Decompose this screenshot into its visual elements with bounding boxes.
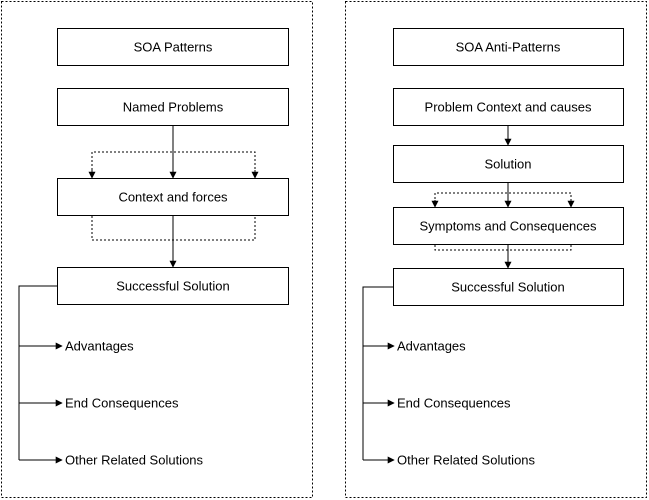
right-dotted-bracket bbox=[434, 245, 572, 251]
right-solution-box: Successful Solution bbox=[393, 268, 624, 306]
right-branch-other-solutions: Other Related Solutions bbox=[397, 453, 536, 468]
left-context-forces-box: Context and forces bbox=[57, 178, 289, 216]
right-solution-mid-label: Solution bbox=[485, 157, 532, 172]
right-solution-label: Successful Solution bbox=[451, 280, 564, 295]
right-problem-context-label: Problem Context and causes bbox=[425, 100, 592, 115]
right-panel-border bbox=[345, 1, 647, 498]
left-solution-box: Successful Solution bbox=[57, 267, 289, 305]
right-branch-trunk bbox=[362, 286, 393, 460]
left-title-box: SOA Patterns bbox=[57, 28, 289, 66]
right-branch-advantages: Advantages bbox=[397, 339, 466, 354]
right-solution-mid-box: Solution bbox=[393, 145, 624, 183]
left-solution-label: Successful Solution bbox=[116, 279, 229, 294]
right-symptoms-label: Symptoms and Consequences bbox=[419, 219, 597, 234]
left-context-forces-label: Context and forces bbox=[118, 190, 228, 205]
left-branch-end-consequences: End Consequences bbox=[65, 396, 179, 411]
left-title-label: SOA Patterns bbox=[134, 40, 213, 55]
left-branch-other-solutions: Other Related Solutions bbox=[65, 453, 204, 468]
left-named-problems-box: Named Problems bbox=[57, 88, 289, 126]
right-title-label: SOA Anti-Patterns bbox=[456, 40, 561, 55]
right-problem-context-box: Problem Context and causes bbox=[393, 88, 624, 126]
right-symptoms-box: Symptoms and Consequences bbox=[393, 207, 624, 245]
left-dotted-fork bbox=[91, 151, 256, 178]
right-dotted-fork bbox=[434, 192, 572, 207]
left-branch-trunk bbox=[18, 285, 57, 460]
left-named-problems-label: Named Problems bbox=[123, 100, 224, 115]
right-branch-end-consequences: End Consequences bbox=[397, 396, 511, 411]
left-branch-advantages: Advantages bbox=[65, 339, 134, 354]
left-panel-border bbox=[1, 1, 313, 498]
right-title-box: SOA Anti-Patterns bbox=[393, 28, 624, 66]
